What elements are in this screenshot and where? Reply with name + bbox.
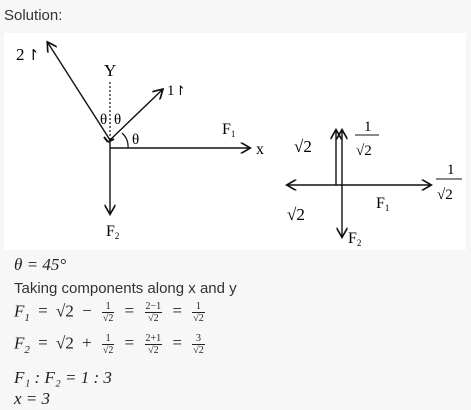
f2-eq3: = [172, 333, 182, 353]
left-vector-diagram: 2 ↾ Y 1 ↾ θ θ θ F1 x F2 [16, 43, 264, 241]
f1-lhs: F [14, 301, 25, 321]
frac-right-denominator: √2 [437, 187, 453, 203]
f2-eq: = [38, 333, 48, 353]
right-resolved-diagram: √2 1 √2 √2 F1 1 √2 F2 [287, 119, 462, 248]
f1-frac2: 2−1√2 [144, 301, 163, 324]
frac-top-denominator: √2 [356, 143, 372, 159]
f2-plus: + [82, 333, 92, 353]
frac-right-numerator: 1 [447, 162, 455, 178]
force-diagram: 2 ↾ Y 1 ↾ θ θ θ F1 x F2 √2 1 √2 √2 [4, 33, 466, 250]
vector-2n [48, 43, 111, 141]
f1-minus: − [82, 301, 92, 321]
f2-frac3: 3√2 [192, 333, 205, 356]
f1-eq: = [38, 301, 48, 321]
label-theta-right: θ [114, 112, 121, 128]
label-f2-left: F2 [106, 223, 119, 241]
f2-frac2: 2+1√2 [144, 333, 163, 356]
x-result: x = 3 [14, 389, 51, 408]
f2-sqrt2: √2 [55, 333, 74, 353]
f1-equation: F1 = √2 − 1√2 = 2−1√2 = 1√2 [14, 301, 207, 324]
f1-frac1: 1√2 [101, 301, 115, 324]
origin-mark [103, 136, 115, 143]
f1-eq2: = [124, 301, 135, 321]
label-1n-arrow: ↾ [175, 83, 186, 98]
label-1n: 1 [167, 83, 175, 99]
f2-lhs-sub: 2 [24, 343, 30, 356]
label-sqrt2-top: √2 [294, 137, 312, 156]
label-2n: 2 [16, 45, 25, 64]
f1-frac3: 1√2 [192, 301, 205, 324]
label-x-axis: x [256, 141, 264, 158]
vector-1n [109, 90, 162, 141]
force-diagram-svg: 2 ↾ Y 1 ↾ θ θ θ F1 x F2 √2 1 √2 √2 [16, 33, 462, 248]
label-2n-arrow: ↾ [27, 48, 40, 64]
f2-equation: F2 = √2 + 1√2 = 2+1√2 = 3√2 [14, 333, 207, 356]
solution-heading: Solution: [4, 7, 63, 24]
label-f2-right: F2 [348, 230, 361, 248]
f1-sqrt2: √2 [55, 301, 74, 321]
f2-frac1: 1√2 [101, 333, 115, 356]
components-text: Taking components along x and y [14, 280, 237, 297]
label-f1-left: F1 [222, 121, 235, 139]
label-theta-base: θ [132, 132, 139, 148]
ratio-result: F₁ : F₂ = 1 : 3 [14, 368, 112, 387]
label-theta-left: θ [100, 112, 107, 128]
angle-arc [121, 132, 129, 149]
f2-lhs: F [14, 333, 25, 353]
theta-result: θ = 45° [14, 255, 67, 274]
f1-lhs-sub: 1 [24, 311, 30, 324]
f1-eq3: = [172, 301, 182, 321]
label-f1-right: F1 [376, 195, 389, 213]
label-y-axis: Y [104, 61, 116, 80]
label-sqrt2-left: √2 [287, 205, 305, 224]
frac-top-numerator: 1 [364, 119, 372, 135]
f2-eq2: = [124, 333, 135, 353]
